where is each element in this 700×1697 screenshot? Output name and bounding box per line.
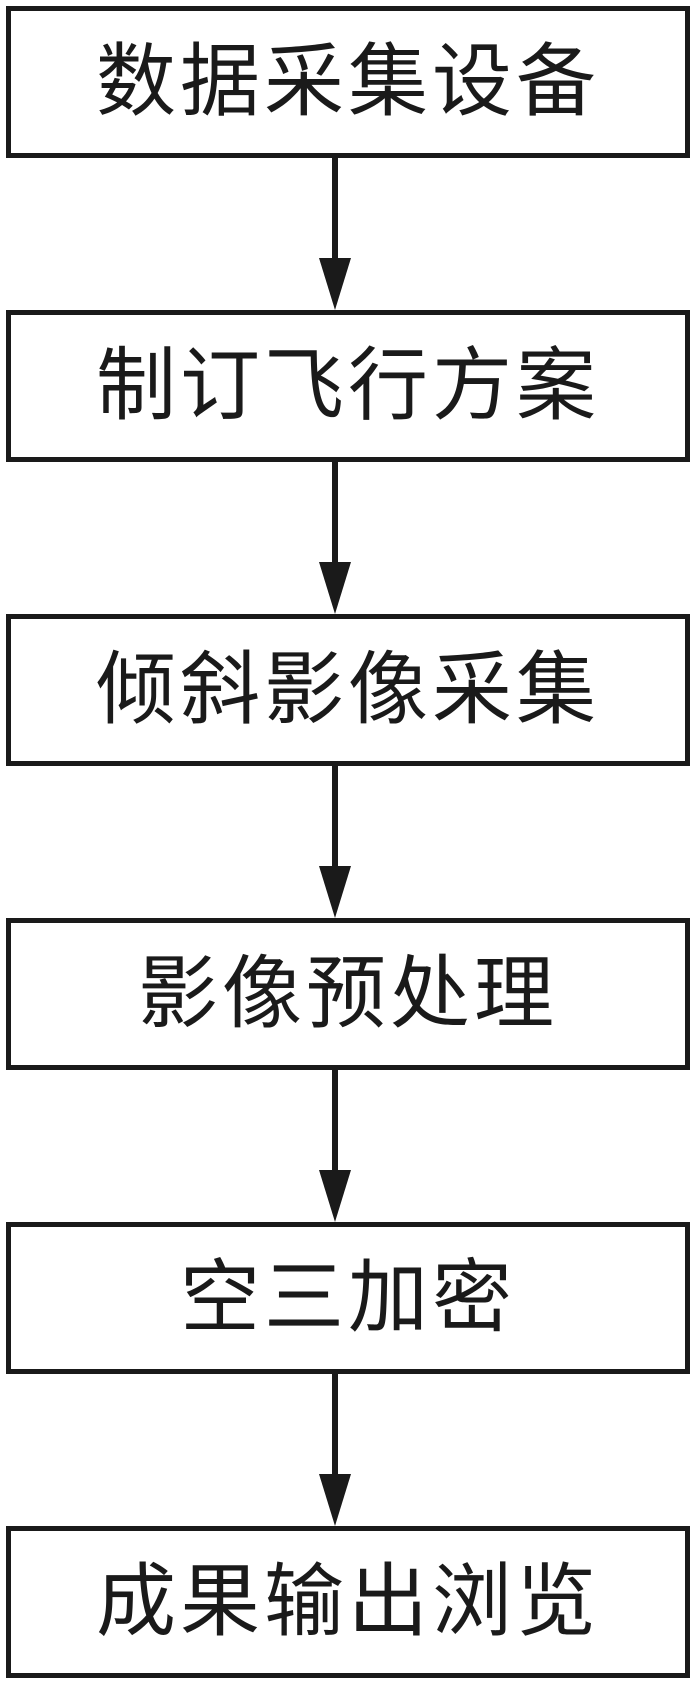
- step-data-collection-equipment: 数据采集设备: [6, 6, 690, 158]
- down-arrow-icon: [319, 766, 351, 918]
- step-label: 数据采集设备: [96, 35, 600, 128]
- step-label: 影像预处理: [138, 947, 558, 1040]
- down-arrow-icon: [319, 1374, 351, 1526]
- step-oblique-image-capture: 倾斜影像采集: [6, 614, 690, 766]
- down-arrow-icon: [319, 158, 351, 310]
- step-output-browse: 成果输出浏览: [6, 1526, 690, 1678]
- step-image-preprocessing: 影像预处理: [6, 918, 690, 1070]
- step-label: 倾斜影像采集: [96, 643, 600, 736]
- step-label: 制订飞行方案: [96, 339, 600, 432]
- step-flight-plan: 制订飞行方案: [6, 310, 690, 462]
- step-label: 空三加密: [180, 1251, 516, 1344]
- step-label: 成果输出浏览: [96, 1555, 600, 1648]
- down-arrow-icon: [319, 1070, 351, 1222]
- down-arrow-icon: [319, 462, 351, 614]
- step-aerial-triangulation: 空三加密: [6, 1222, 690, 1374]
